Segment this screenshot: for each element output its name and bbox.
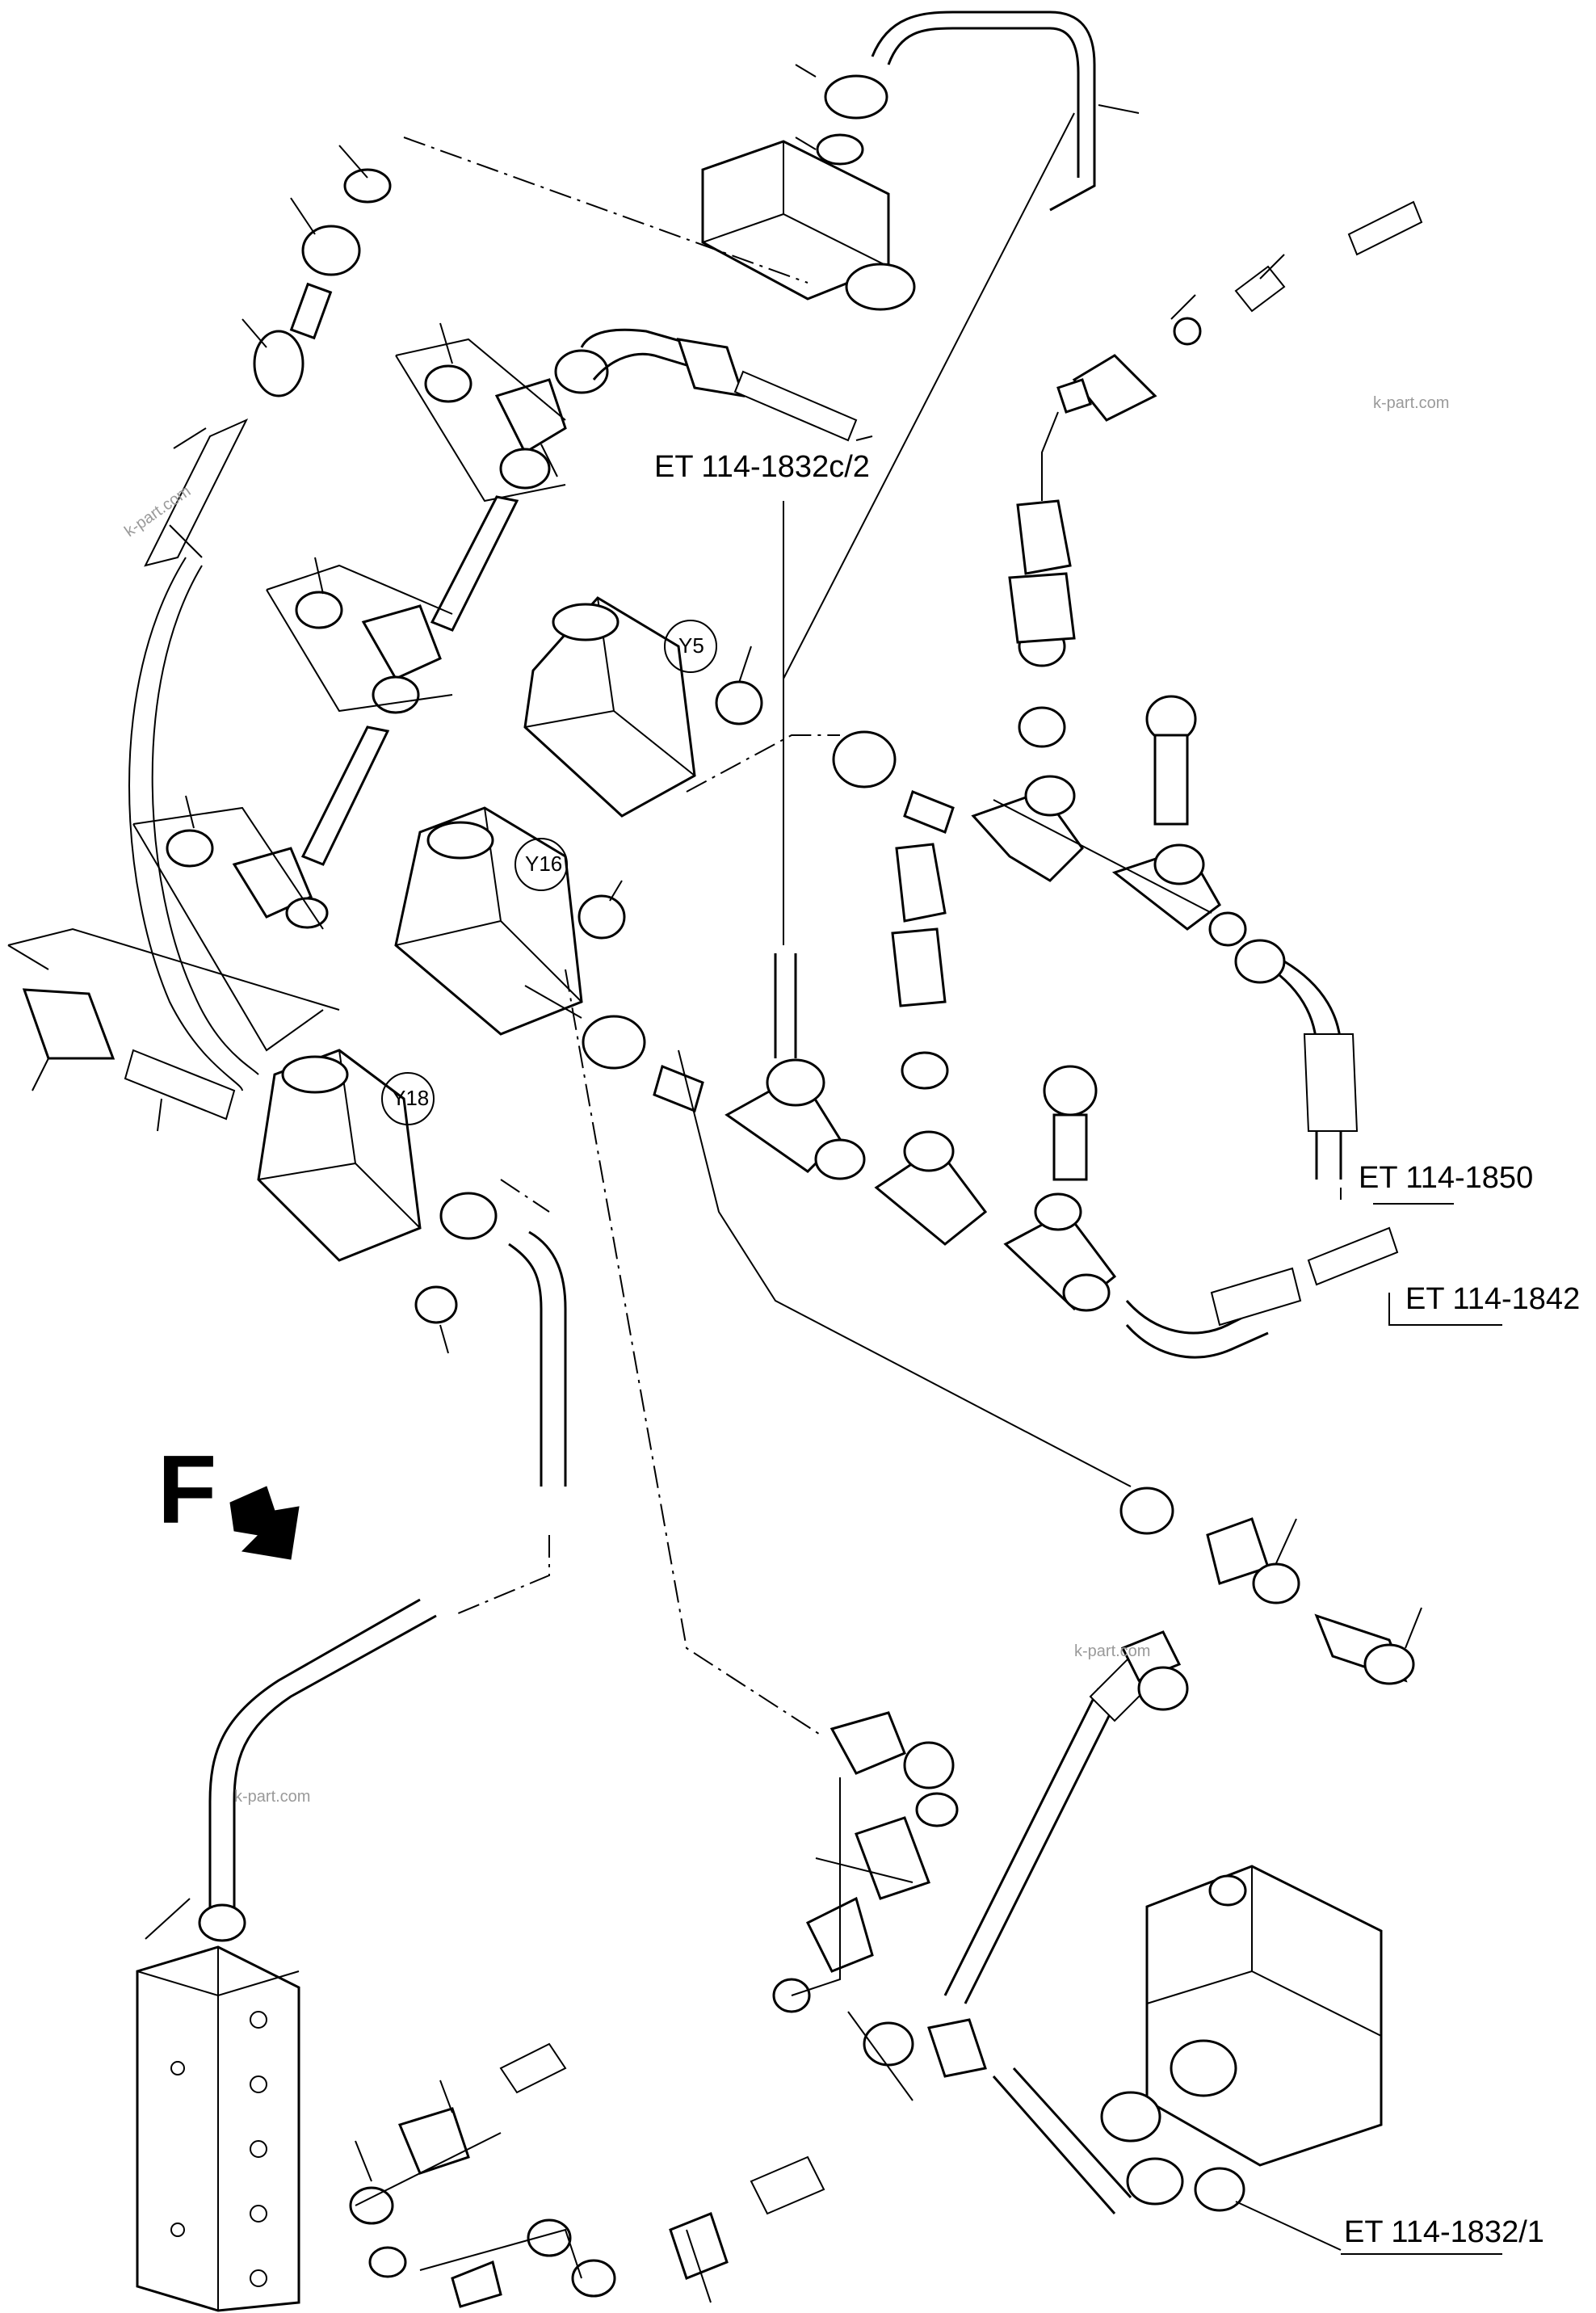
- reference-label-18321: ET 114-1832/1: [1344, 2215, 1544, 2249]
- valve-tag-y16: Y16: [525, 852, 562, 876]
- solenoid-valve-y5: [523, 596, 763, 818]
- direction-arrow-icon: [229, 1486, 300, 1560]
- direction-letter: F: [158, 1436, 216, 1544]
- bottom-left-fittings: [349, 2042, 825, 2308]
- top-right-connectors: [1041, 200, 1423, 501]
- direction-marker: F: [158, 1436, 300, 1560]
- sensor-cluster-lower: [524, 843, 1399, 1359]
- lower-tee-assembly: [132, 795, 329, 1052]
- hydraulic-block-lower: [1100, 1865, 1383, 2251]
- lower-left-pipe: [145, 1192, 567, 1942]
- solenoid-valve-y18: [257, 1049, 458, 1354]
- reference-label-1842: ET 114-1842: [1405, 1282, 1580, 1316]
- reference-label-1850: ET 114-1850: [1359, 1161, 1533, 1195]
- left-loop-hose: [128, 137, 808, 1091]
- left-upper-fittings: [144, 145, 392, 567]
- upper-tee-assembly: [395, 322, 858, 503]
- top-pressure-block: [701, 11, 1140, 311]
- watermark: k-part.com: [1373, 394, 1449, 412]
- reference-leaders: [855, 435, 1502, 2255]
- sensor-cluster-upper: [686, 499, 1359, 1180]
- left-side-fittings: [7, 927, 340, 1132]
- distribution-manifold: [136, 1945, 300, 2312]
- lower-right-pipe: [847, 1630, 1189, 2214]
- watermark: k-part.com: [1074, 1642, 1150, 1660]
- center-vertical-pipe: [774, 112, 1075, 1058]
- valve-tag-y5: Y5: [678, 633, 704, 658]
- valve-tag-y18: Y18: [392, 1086, 429, 1110]
- center-dash-lines: [452, 969, 825, 1738]
- middle-tee-assembly: [266, 557, 453, 714]
- vertical-tubes: [300, 495, 519, 866]
- reference-label-1832c2: ET 114-1832c/2: [654, 450, 870, 484]
- lower-center-fittings: [772, 1711, 959, 2013]
- lower-right-fittings: [678, 1049, 1422, 1685]
- solenoid-valve-y16: [394, 806, 626, 1036]
- watermark: k-part.com: [234, 1788, 310, 1806]
